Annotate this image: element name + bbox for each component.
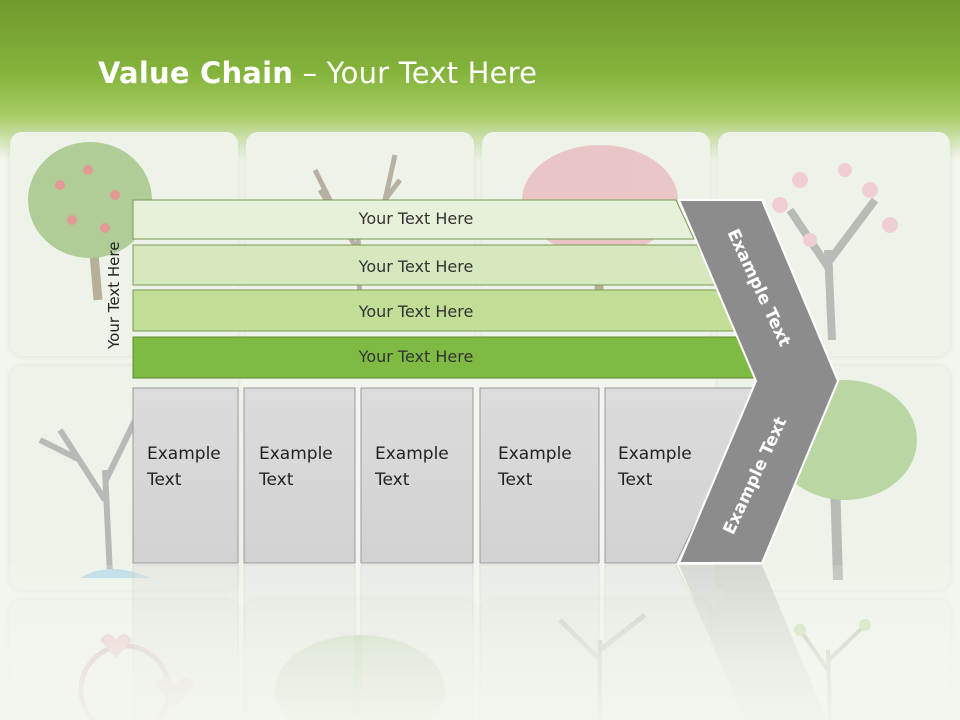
ribbon-label-3: Your Text Here bbox=[358, 302, 474, 321]
diagram-reflection bbox=[132, 564, 827, 720]
ribbon-label-1: Your Text Here bbox=[358, 209, 474, 228]
title-rest: – Your Text Here bbox=[293, 56, 538, 90]
activity-box-1 bbox=[132, 387, 239, 564]
box-text-1a: Example bbox=[147, 444, 221, 464]
box-text-3b: Text bbox=[374, 470, 410, 490]
margin-chevron bbox=[677, 199, 840, 564]
ribbon-label-4: Your Text Here bbox=[358, 347, 474, 366]
box-text-4a: Example bbox=[498, 444, 572, 464]
activity-box-3 bbox=[360, 387, 474, 564]
box-text-2b: Text bbox=[258, 470, 294, 490]
box-text-5b: Text bbox=[617, 470, 653, 490]
activity-box-5 bbox=[604, 387, 761, 564]
ribbon-1 bbox=[132, 199, 695, 240]
cherry-tree-icon bbox=[772, 163, 898, 341]
box-text-3a: Example bbox=[375, 444, 449, 464]
box-text-4b: Text bbox=[497, 470, 533, 490]
box-text-5a: Example bbox=[618, 444, 692, 464]
ribbon-label-2: Your Text Here bbox=[358, 257, 474, 276]
activity-box-4 bbox=[479, 387, 600, 564]
activity-box-2 bbox=[243, 387, 356, 564]
slide-title: Value Chain – Your Text Here bbox=[98, 56, 537, 90]
title-bold: Value Chain bbox=[98, 56, 294, 90]
box-text-1b: Text bbox=[146, 470, 182, 490]
apple-tree-icon bbox=[28, 142, 152, 301]
box-text-2a: Example bbox=[259, 444, 333, 464]
